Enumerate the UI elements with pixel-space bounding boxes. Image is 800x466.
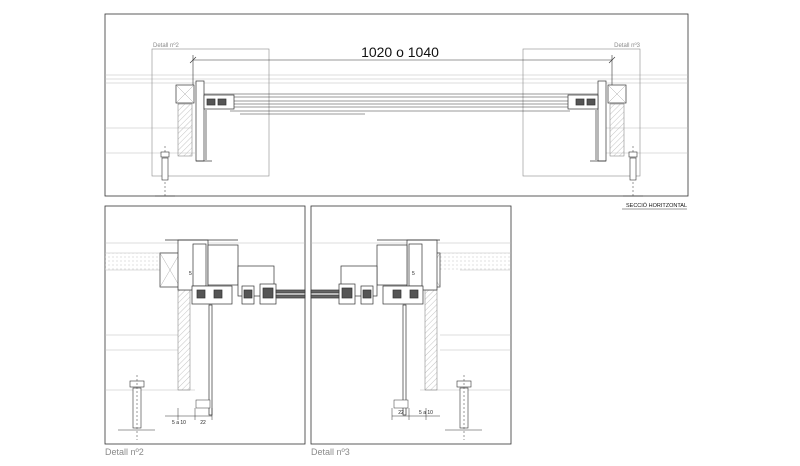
detail-2-anchor-bolt	[118, 375, 155, 440]
detail-2-dimension-lines	[165, 399, 213, 420]
left-anchor-bolt	[155, 146, 175, 197]
detail-ref-right: Detall nº3	[614, 42, 641, 49]
detail-3-dim-offset: 22	[398, 410, 404, 416]
detail-3-dim-small: 5	[412, 271, 415, 277]
detail-callout-right	[522, 48, 641, 177]
detail-2-title: Detall nº2	[105, 447, 144, 457]
frame-profile-left	[165, 239, 306, 416]
glazing-rails	[200, 93, 600, 115]
section-frame	[104, 13, 689, 197]
detail-2-dim-gap: 5 a 10	[172, 420, 186, 426]
detail-3-anchor-bolt	[445, 375, 482, 440]
right-frame-section	[567, 80, 627, 162]
detail-2-dim-small: 5	[189, 271, 192, 277]
detail-ref-left: Detall nº2	[153, 42, 180, 49]
frame-profile-right	[310, 239, 440, 416]
detail-3-view: 22 5 a 10 5	[310, 205, 512, 445]
section-caption: SECCIÓ HORITZONTAL	[626, 202, 687, 209]
detail-2-view: 5 a 10 22 5	[104, 205, 306, 445]
overall-dimension-label: 1020 o 1040	[361, 44, 439, 60]
right-anchor-bolt	[623, 146, 643, 197]
detail-3-dimension-lines	[391, 399, 440, 420]
overall-dimension-line	[189, 55, 616, 90]
detail-3-dim-gap: 5 a 10	[419, 410, 433, 416]
detail-2-frame	[104, 205, 306, 445]
detail-2-dim-offset: 22	[200, 420, 206, 426]
insulation-left	[177, 289, 191, 391]
detail-3-frame	[310, 205, 512, 445]
detail-callout-left	[151, 48, 270, 177]
detail-3-title: Detall nº3	[311, 447, 350, 457]
left-frame-section	[175, 80, 235, 162]
insulation-right	[424, 289, 438, 391]
horizontal-section-view: 1020 o 1040 Detall nº2 Detall nº3	[104, 13, 689, 197]
